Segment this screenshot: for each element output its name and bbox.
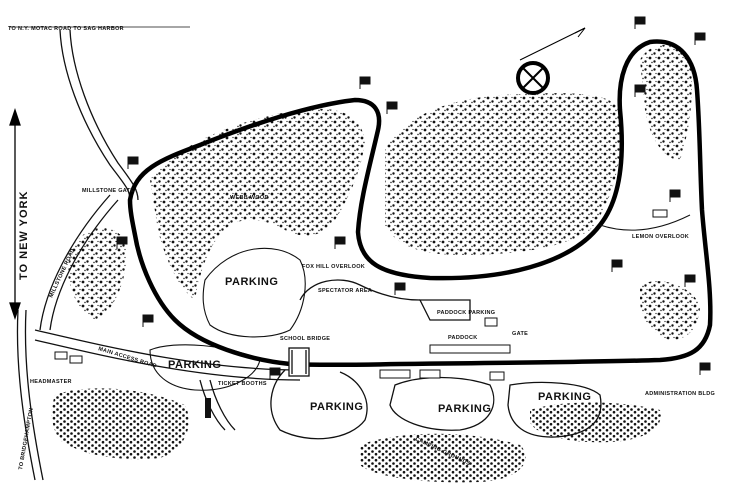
admin-label: ADMINISTRATION BLDG [645, 391, 715, 397]
bridge [288, 347, 310, 377]
to-new-york-arrow [9, 107, 21, 321]
parking-center-label: PARKING [310, 401, 363, 413]
millstone-gate-label: MILLSTONE GATE [82, 188, 134, 194]
ticket-booths-label: TICKET BOOTHS [218, 381, 267, 387]
paddock-parking-label: PADDOCK PARKING [437, 310, 495, 316]
top-left-label: TO N.Y. MOTAC ROAD TO SAG HARBOR [8, 26, 124, 32]
parking-inner-label: PARKING [225, 276, 278, 288]
woods-east-top [640, 45, 692, 160]
woods-inner [150, 108, 365, 300]
parking-right2-label: PARKING [538, 391, 591, 403]
gate-label: GATE [512, 331, 528, 337]
woods-bottom-right [530, 402, 661, 443]
woods-bottom-left [51, 388, 189, 460]
to-new-york-label: TO NEW YORK [18, 191, 30, 280]
fox-hill-overlook-label: FOX HILL OVERLOOK [302, 264, 365, 270]
parking-left-label: PARKING [168, 359, 221, 371]
headmaster-label: HEADMASTER [30, 379, 72, 385]
spectator-area-label: SPECTATOR AREA [318, 288, 372, 294]
lemon-overlook-road [599, 214, 691, 231]
marshal-flags [116, 16, 711, 380]
to-bridgehampton-label: TO BRIDGEHAMPTON [18, 407, 35, 470]
main-access-road-label: MAIN ACCESS ROAD [97, 346, 157, 370]
parking-right1-label: PARKING [438, 403, 491, 415]
woods-east [385, 93, 622, 255]
compass-icon [516, 27, 586, 95]
paddock-label: PADDOCK [448, 335, 478, 341]
woods-bottom-mid [360, 433, 526, 483]
service-roads [16, 29, 602, 481]
woods-right-low [640, 281, 700, 340]
woods-millstone [68, 227, 127, 320]
parking-outlines [149, 247, 306, 391]
pit-area [54, 209, 668, 381]
ticket-booth-mark [205, 398, 211, 418]
bridge-label: SCHOOL BRIDGE [280, 336, 330, 342]
lemon-overlook-label: LEMON OVERLOOK [632, 234, 689, 240]
woods-label: WEBB WOOD [230, 195, 269, 201]
